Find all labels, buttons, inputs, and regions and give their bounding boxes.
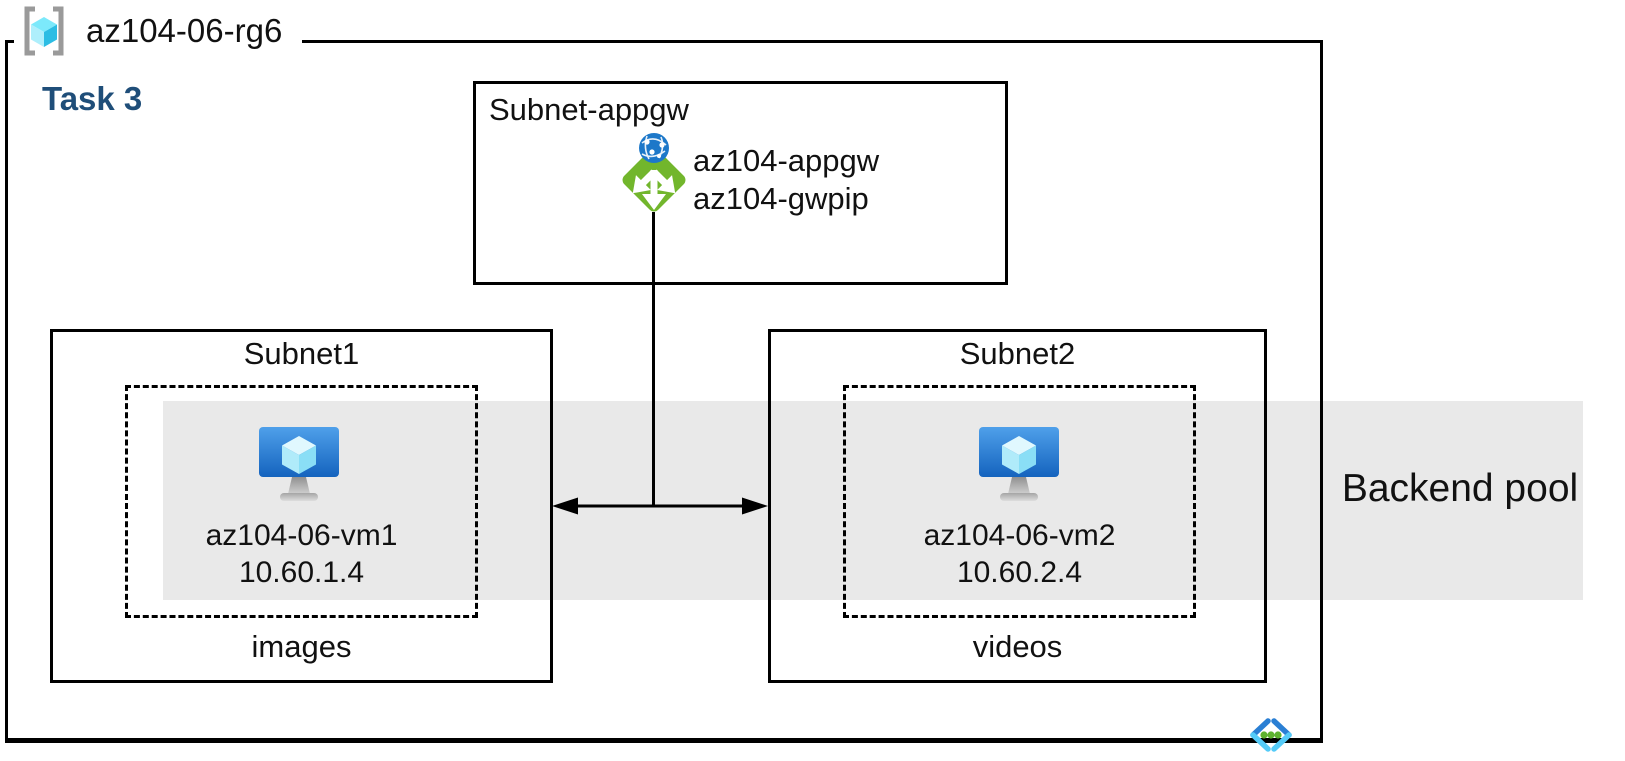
vm2-name-label: az104-06-vm2: [923, 519, 1116, 552]
task-label: Task 3: [42, 80, 143, 117]
application-gateway-labels: az104-appgw az104-gwpip: [693, 142, 879, 218]
vm1-name-label: az104-06-vm1: [205, 519, 398, 552]
subnet2-title: Subnet2: [959, 336, 1076, 371]
subnet-appgw-box: Subnet-appgw: [473, 81, 1008, 285]
virtual-machine-icon: [259, 427, 339, 501]
resource-group-box: [5, 40, 1323, 743]
vm1-labels: az104-06-vm1 10.60.1.4: [160, 517, 443, 591]
subnet1-storage-label: images: [251, 629, 352, 664]
resource-group-header-mask: [14, 36, 302, 47]
appgw-name-label: az104-appgw: [693, 143, 880, 178]
subnet1-backend-dashed-box: [125, 385, 478, 618]
vm2-ip-label: 10.60.2.4: [956, 556, 1083, 589]
subnet2-backend-dashed-box: [843, 385, 1196, 618]
resource-group-icon: [24, 6, 64, 56]
resource-group-title: az104-06-rg6: [86, 12, 283, 49]
vm2-labels: az104-06-vm2 10.60.2.4: [878, 517, 1161, 591]
subnet2-storage-label: videos: [972, 629, 1063, 664]
backend-pool-band: [163, 401, 1583, 600]
subnet-appgw-title: Subnet-appgw: [489, 92, 689, 127]
subnet-link-arrow: [552, 497, 768, 515]
subnet1-title: Subnet1: [243, 336, 360, 371]
subnet1-box: Subnet1 images: [50, 329, 553, 683]
backend-pool-label: Backend pool: [1341, 467, 1579, 510]
virtual-machine-icon: [979, 427, 1059, 501]
application-gateway-icon: [622, 133, 686, 212]
vm1-ip-label: 10.60.1.4: [238, 556, 365, 589]
appgw-pip-label: az104-gwpip: [693, 181, 869, 216]
appgw-connector-line: [652, 212, 655, 506]
subnet2-box: Subnet2 videos: [768, 329, 1267, 683]
virtual-network-icon: [1250, 718, 1292, 752]
